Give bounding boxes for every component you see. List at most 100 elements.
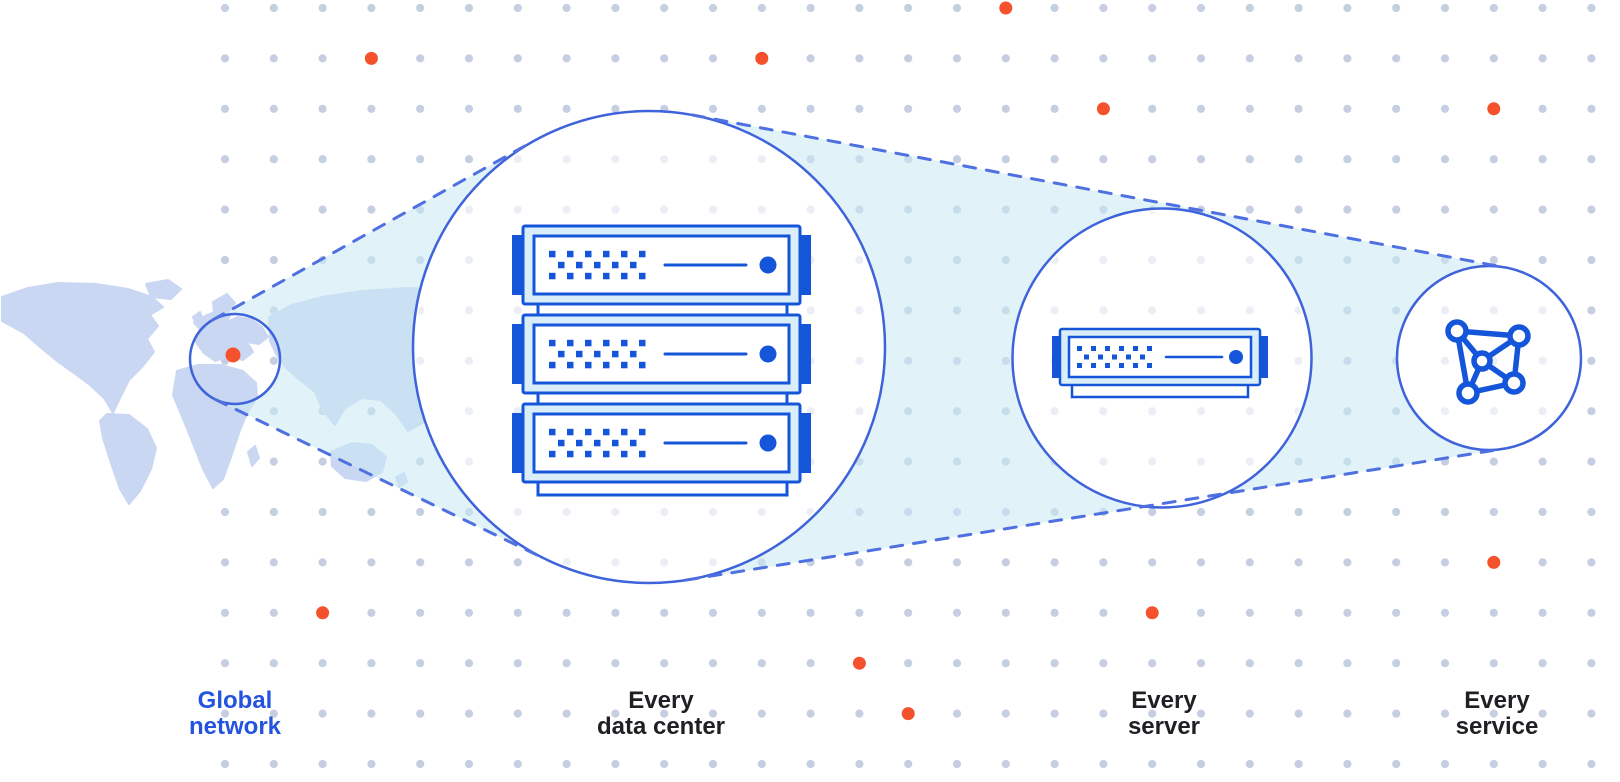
grid-dot [1294, 558, 1303, 567]
grid-dot [1440, 608, 1450, 617]
grid-dot [1392, 54, 1401, 63]
grid-dot-faint [1099, 407, 1108, 416]
grid-dot [220, 205, 230, 214]
grid-dot-faint [1148, 306, 1157, 315]
grid-dot [562, 608, 571, 617]
vent-square [603, 272, 610, 280]
vent-square [594, 261, 601, 269]
grid-dot [1489, 205, 1498, 214]
grid-dot [757, 3, 766, 13]
grid-dot [1587, 54, 1596, 63]
grid-dot [806, 608, 815, 617]
vent-square [1098, 354, 1103, 360]
grid-dot-faint [757, 205, 766, 214]
grid-dot [1245, 205, 1254, 214]
region-circle [188, 312, 282, 406]
grid-dot [1392, 3, 1401, 13]
grid-dot [904, 558, 913, 567]
grid-dot-faint [660, 155, 669, 164]
grid-dot-faint [1196, 457, 1206, 466]
vent-square [549, 272, 556, 280]
grid-dot [269, 104, 278, 113]
grid-dot-faint [464, 205, 474, 214]
grid-dot-faint [513, 205, 522, 214]
grid-dot [1392, 507, 1401, 517]
grid-dot-faint [1538, 306, 1547, 315]
grid-dot [269, 356, 278, 365]
vent-square [621, 272, 628, 280]
grid-dot [1245, 558, 1254, 567]
vent-square [585, 450, 592, 458]
network-mesh-icon [1445, 319, 1531, 405]
grid-dot [416, 54, 425, 63]
grid-dot [318, 205, 327, 214]
grid-dot [1294, 104, 1303, 113]
grid-dot [1440, 759, 1450, 769]
grid-dot [952, 104, 962, 113]
grid-dot [855, 608, 864, 617]
vent-square [603, 250, 610, 258]
grid-dot [1343, 759, 1352, 769]
grid-dot [1489, 255, 1498, 265]
grid-dot [513, 659, 522, 668]
grid-dot [1587, 205, 1596, 214]
orange-highlight-dot [755, 51, 769, 65]
grid-dot [1538, 457, 1547, 466]
grid-dot [708, 759, 718, 769]
vent-square [1091, 363, 1096, 368]
grid-dot [1099, 608, 1108, 617]
grid-dot [464, 659, 474, 668]
grid-dot [1587, 155, 1596, 164]
vent-square [567, 450, 574, 458]
grid-dot [806, 104, 815, 113]
grid-dot [1538, 205, 1547, 214]
grid-dot [1587, 104, 1596, 113]
grid-dot-faint [1489, 306, 1498, 315]
grid-dot [1587, 457, 1596, 466]
grid-dot [757, 659, 766, 668]
grid-dot-faint [513, 306, 522, 315]
grid-dot-faint [611, 155, 620, 164]
grid-dot [318, 709, 327, 718]
grid-dot [1343, 205, 1352, 214]
vent-square [621, 450, 628, 458]
grid-dot [1489, 759, 1498, 769]
grid-dot [464, 709, 474, 718]
vent-square [594, 439, 601, 447]
grid-dot [1538, 3, 1547, 13]
grid-dot [1392, 205, 1401, 214]
grid-dot [1343, 155, 1352, 164]
vent-square [585, 250, 592, 258]
grid-dot [1148, 3, 1157, 13]
vent-square [612, 261, 619, 269]
zoom-dashed-line [691, 113, 1508, 270]
grid-dot [1196, 104, 1206, 113]
grid-dot [1294, 608, 1303, 617]
grid-dot [952, 659, 962, 668]
grid-dot [513, 558, 522, 567]
grid-dot-faint [660, 507, 669, 517]
grid-dot-faint [1050, 306, 1059, 315]
grid-dot-faint [1489, 407, 1498, 416]
vent-square [639, 361, 646, 369]
vent-square [1126, 354, 1131, 360]
grid-dot [1245, 659, 1254, 668]
grid-dot-faint [1440, 306, 1450, 315]
grid-dot [1587, 659, 1596, 668]
grid-dot-faint [1148, 407, 1157, 416]
vent-square [630, 350, 637, 358]
grid-dot [513, 608, 522, 617]
grid-dot [708, 709, 718, 718]
grid-dot [1196, 558, 1206, 567]
vent-square [1147, 346, 1152, 351]
grid-dot [220, 104, 230, 113]
grid-dot [318, 759, 327, 769]
grid-dot [367, 205, 376, 214]
vent-square [558, 439, 565, 447]
grid-dot [220, 155, 230, 164]
grid-dot [1587, 3, 1596, 13]
grid-dot [904, 54, 913, 63]
grid-dot-faint [1099, 255, 1108, 265]
grid-dot [806, 759, 815, 769]
grid-dot [1099, 155, 1108, 164]
